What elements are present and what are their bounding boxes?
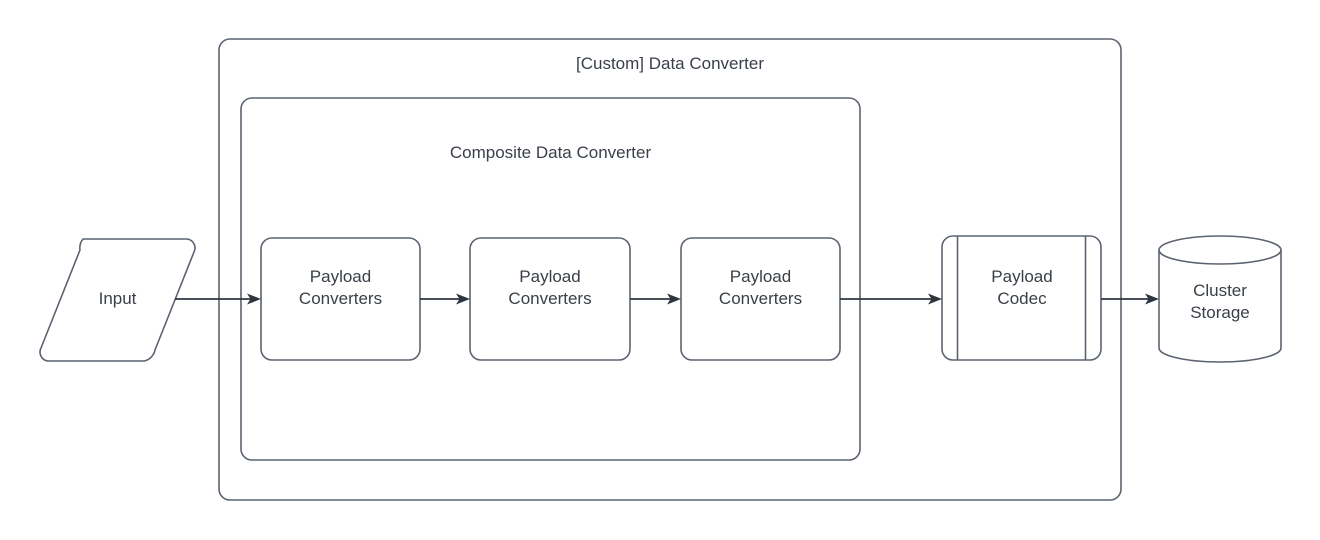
node-payload-converters-2-shape[interactable] <box>469 237 631 361</box>
edge-codec-to-storage <box>1101 293 1159 305</box>
node-input-shape[interactable] <box>39 238 196 362</box>
node-cluster-storage-body[interactable] <box>1158 249 1282 363</box>
edge-input-to-pc1 <box>175 293 261 305</box>
node-payload-converters-3-shape[interactable] <box>680 237 841 361</box>
edge-pc3-to-codec <box>840 293 942 305</box>
node-payload-codec-shape[interactable] <box>941 235 1102 361</box>
edge-pc1-to-pc2 <box>420 293 470 305</box>
node-cluster-storage-top <box>1158 235 1282 265</box>
edge-pc2-to-pc3 <box>630 293 681 305</box>
node-payload-converters-1-shape[interactable] <box>260 237 421 361</box>
